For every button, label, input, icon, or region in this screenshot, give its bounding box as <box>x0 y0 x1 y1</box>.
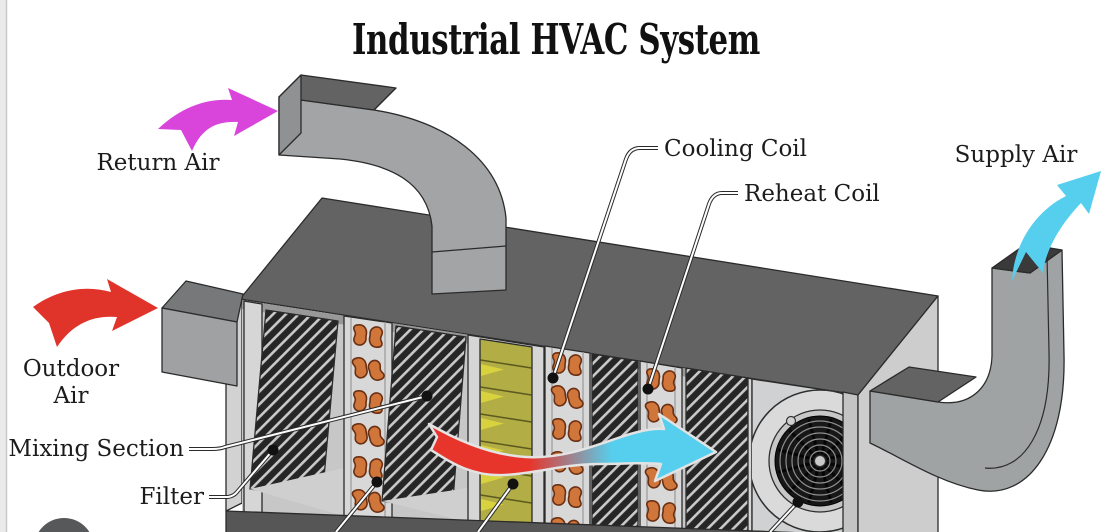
interior-floor <box>250 468 344 516</box>
filter-panel-1 <box>249 309 339 501</box>
leader-dot <box>642 383 654 395</box>
leader-first-coil <box>334 480 379 532</box>
leader-reheat-coil <box>646 191 738 390</box>
label-return-air: Return Air <box>96 150 219 176</box>
label-reheat-coil: Reheat Coil <box>744 181 880 207</box>
cabinet-base-ledge <box>225 510 797 532</box>
supply-fan <box>751 378 846 532</box>
return-duct-opening <box>278 74 302 156</box>
page-edge <box>0 0 8 532</box>
leader-humidifier <box>476 482 515 532</box>
leader-cooling-coil <box>551 146 658 379</box>
leader-dot <box>507 478 519 490</box>
filter-panel-2 <box>381 325 467 513</box>
label-mixing-section: Mixing Section <box>8 436 184 462</box>
leader-lines <box>189 146 804 532</box>
supply-air-duct <box>869 243 1065 492</box>
return-air-arrow-icon <box>158 88 278 151</box>
fan-latch-icon <box>785 415 797 427</box>
page-title: Industrial HVAC System <box>352 15 760 64</box>
supply-air-arrow-icon <box>1012 171 1101 281</box>
outdoor-air-duct <box>161 280 244 387</box>
leader-dot <box>792 496 804 508</box>
leader-filter <box>209 448 275 499</box>
humidifier-section <box>467 334 545 527</box>
interior-floor <box>382 488 468 522</box>
airflow-ribbon-arrow <box>427 412 718 483</box>
leader-dot <box>547 372 559 384</box>
return-air-duct <box>278 74 507 295</box>
leader-dot <box>267 444 279 456</box>
leader-mixing-section <box>189 394 428 451</box>
leader-dot <box>421 390 433 402</box>
label-supply-air: Supply Air <box>955 142 1078 168</box>
label-cooling-coil: Cooling Coil <box>664 136 807 162</box>
logo-circle <box>38 518 90 532</box>
leader-dot <box>371 476 383 488</box>
label-outdoor-air-line1: Outdoor <box>23 356 119 382</box>
cooling-coil-section <box>544 345 591 532</box>
cabinet-front-panel <box>842 391 859 532</box>
label-filter: Filter <box>139 484 204 510</box>
leader-fan <box>768 500 800 532</box>
ahu-cabinet <box>225 197 939 532</box>
outdoor-air-arrow-icon <box>33 279 158 347</box>
label-outdoor-air-line2: Air <box>53 383 89 409</box>
